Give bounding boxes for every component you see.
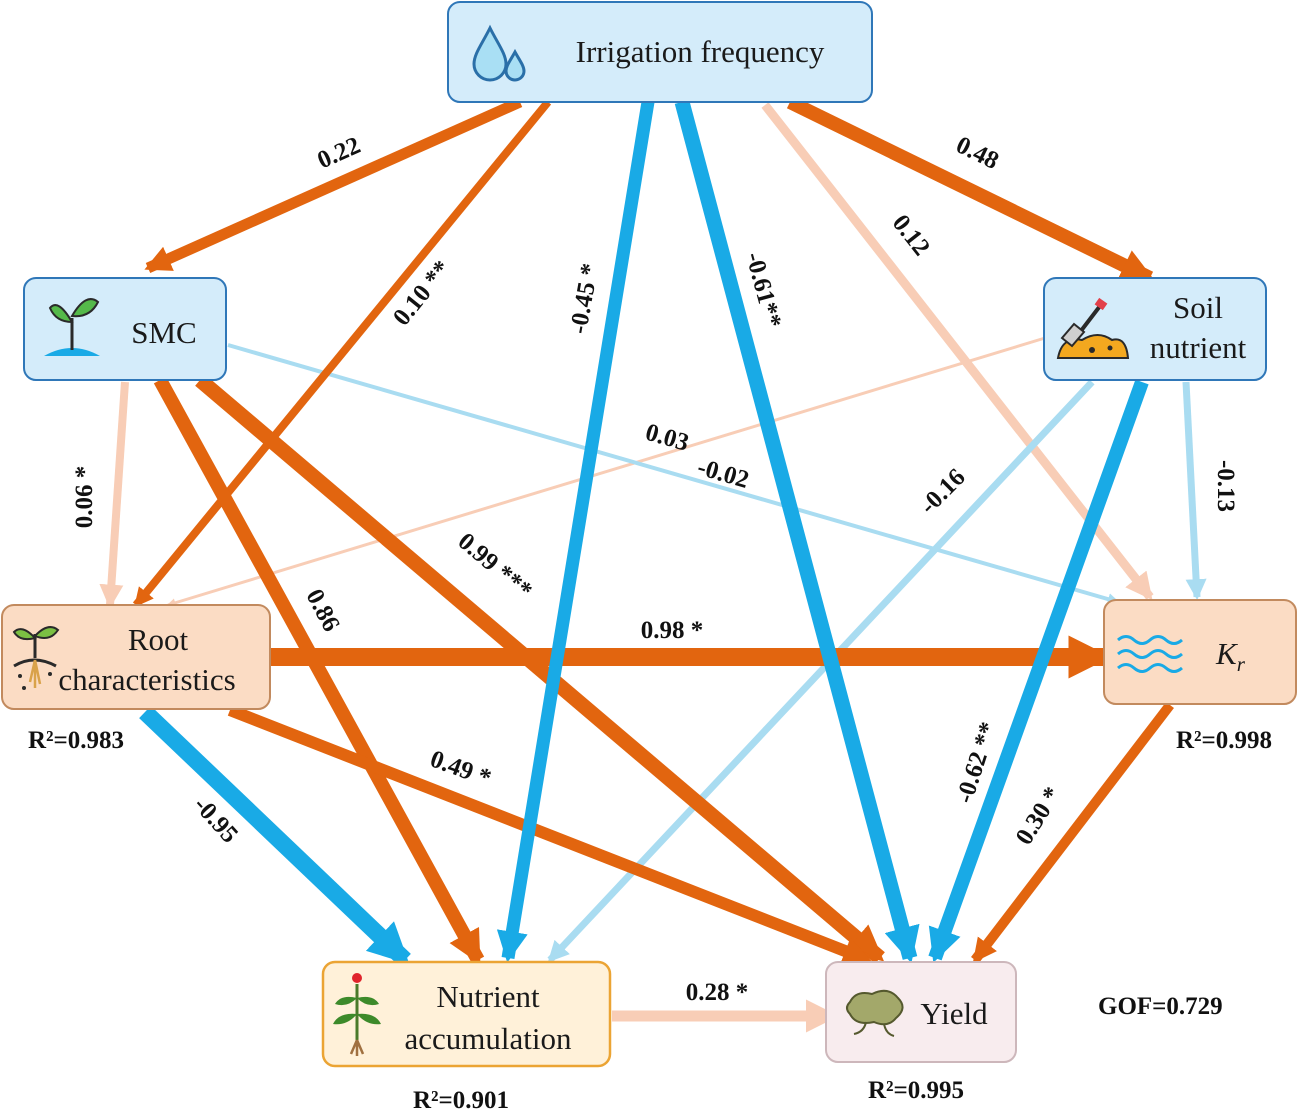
arrow-smc-nutrient bbox=[153, 376, 485, 965]
soil-nutrient-label-line1: Soil bbox=[1173, 290, 1223, 325]
kr-r2: R²=0.998 bbox=[1176, 727, 1272, 754]
arrow-smc-yield bbox=[195, 374, 885, 964]
coef-kr-yield: 0.30 * bbox=[1011, 782, 1067, 849]
node-yield: Yield bbox=[825, 961, 1017, 1063]
coef-irr-soil: 0.48 bbox=[952, 132, 1003, 175]
arrow-root-nutrient bbox=[139, 705, 411, 967]
sprout-root-icon bbox=[12, 626, 60, 690]
nutrient-accumulation-label-line2: accumulation bbox=[405, 1021, 572, 1056]
coef-soil-kr: -0.13 bbox=[1212, 460, 1239, 512]
node-irrigation-frequency: Irrigation frequency bbox=[447, 1, 873, 103]
shovel-soil-icon bbox=[1056, 297, 1130, 359]
node-soil-nutrient: Soil nutrient bbox=[1043, 277, 1267, 381]
arrow-root-yield bbox=[227, 704, 873, 966]
water-drops-icon bbox=[472, 24, 526, 82]
arrow-kr-yield bbox=[971, 701, 1174, 964]
root-characteristics-label-line2: characteristics bbox=[58, 662, 235, 697]
arrow-irr-soil bbox=[786, 95, 1155, 285]
smc-label: SMC bbox=[131, 315, 196, 350]
arrow-irr-nutrient bbox=[496, 100, 655, 963]
irrigation-frequency-label: Irrigation frequency bbox=[576, 34, 825, 69]
coef-irr-smc: 0.22 bbox=[313, 132, 364, 174]
flowering-plant-icon bbox=[333, 973, 381, 1056]
root-r2: R²=0.983 bbox=[28, 727, 124, 754]
path-arrows bbox=[99, 95, 1207, 1033]
arrow-soil-kr bbox=[1182, 381, 1207, 601]
arrow-irr-kr bbox=[761, 102, 1154, 601]
coef-smc-root: 0.06 * bbox=[71, 466, 98, 529]
coef-irr-root: 0.10 ** bbox=[388, 256, 456, 331]
node-kr: Kr bbox=[1103, 599, 1297, 705]
coef-soil-root: 0.03 bbox=[642, 419, 691, 457]
coef-smc-yield: 0.99 *** bbox=[453, 528, 537, 605]
arrow-soil-root bbox=[166, 336, 1046, 608]
yield-r2: R²=0.995 bbox=[868, 1077, 964, 1104]
node-nutrient-accumulation: Nutrient accumulation bbox=[321, 960, 612, 1068]
coef-smc-nutrient: 0.86 bbox=[300, 585, 344, 636]
root-characteristics-label-line1: Root bbox=[128, 622, 189, 657]
arrow-irr-smc bbox=[144, 96, 523, 274]
coef-nutrient-yield: 0.28 * bbox=[686, 979, 749, 1006]
gof-value: GOF=0.729 bbox=[1098, 993, 1223, 1020]
node-smc: SMC bbox=[23, 277, 227, 381]
coef-root-kr: 0.98 * bbox=[641, 617, 704, 644]
arrow-smc-root bbox=[99, 381, 129, 609]
coef-soil-nutrient: -0.16 bbox=[915, 464, 971, 520]
arrow-soil-yield bbox=[928, 379, 1149, 963]
yield-label: Yield bbox=[920, 996, 988, 1031]
arrow-irr-root bbox=[132, 99, 552, 608]
nutrient-r2: R²=0.901 bbox=[413, 1087, 509, 1114]
coef-irr-nutrient: -0.45 * bbox=[565, 261, 604, 335]
nutrient-accumulation-label-line1: Nutrient bbox=[436, 979, 540, 1014]
rhizome-icon bbox=[846, 989, 904, 1037]
kr-label: Kr bbox=[1215, 636, 1246, 676]
soil-nutrient-label-line2: nutrient bbox=[1150, 330, 1247, 365]
arrow-smc-kr bbox=[227, 343, 1120, 605]
coef-irr-kr: 0.12 bbox=[887, 210, 935, 261]
seedling-icon bbox=[44, 298, 100, 356]
arrow-soil-nutrient bbox=[547, 379, 1095, 963]
water-waves-icon bbox=[1117, 635, 1183, 673]
node-root-characteristics: Root characteristics bbox=[1, 604, 271, 710]
arrow-irr-yield bbox=[674, 100, 920, 964]
